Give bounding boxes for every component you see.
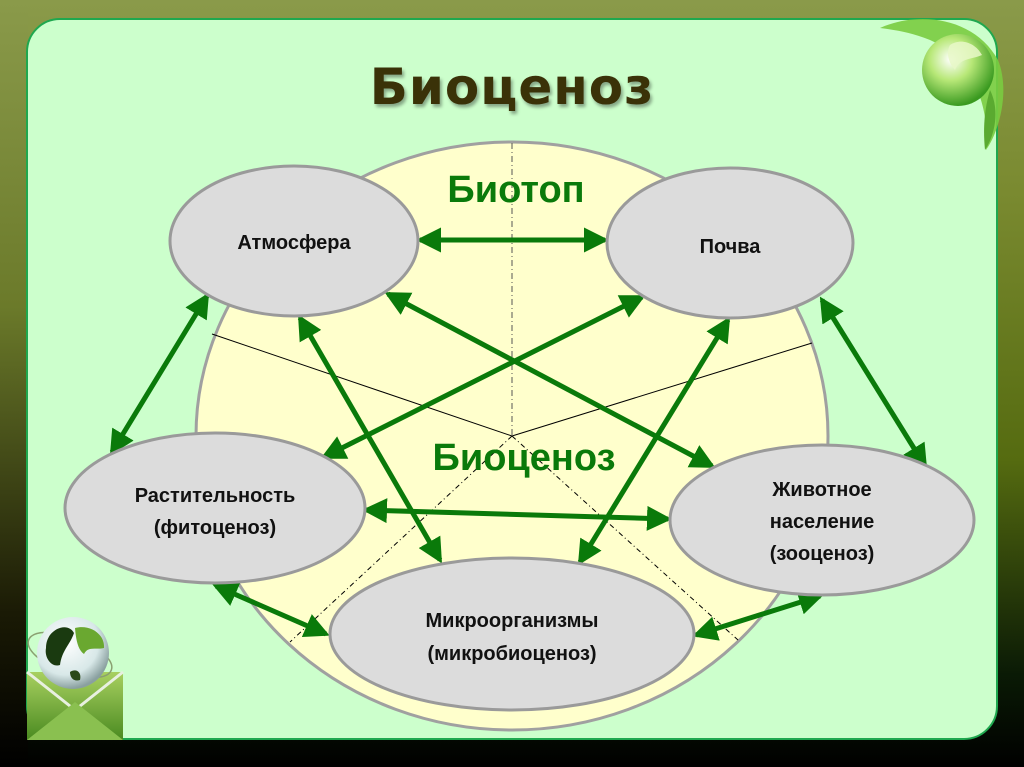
node-atmosphere: Атмосфера <box>168 164 420 318</box>
node-microorganisms-line2: (микробиоценоз) <box>427 643 596 665</box>
zone-label-biotope: Биотоп <box>447 169 584 211</box>
node-vegetation-line2: (фитоценоз) <box>154 517 276 539</box>
globe-with-leaves-icon <box>880 18 1004 150</box>
zone-label-biocenosis: Биоценоз <box>433 437 616 479</box>
arrow-vegetation-animals <box>362 498 672 531</box>
node-microorganisms-line1: Микроорганизмы <box>426 610 599 632</box>
node-animals-line1: Животное <box>771 479 871 501</box>
arrow-animals-microorganisms <box>692 590 824 641</box>
node-microorganisms: Микроорганизмы (микробиоценоз) <box>328 556 696 712</box>
slide-background-left <box>0 0 28 767</box>
arrow-atmosphere-vegetation <box>109 292 210 456</box>
node-vegetation: Растительность (фитоценоз) <box>63 431 367 585</box>
arrow-soil-animals <box>819 296 928 470</box>
slide-title: Биоценоз <box>369 58 655 116</box>
node-animals-line2: население <box>770 511 875 533</box>
connection-arrows <box>109 227 928 641</box>
node-soil-label: Почва <box>700 236 762 258</box>
node-atmosphere-label: Атмосфера <box>237 232 351 254</box>
node-soil: Почва <box>605 166 855 320</box>
globe-envelope-icon <box>26 617 124 740</box>
node-vegetation-line1: Растительность <box>135 485 296 507</box>
node-animals-line3: (зооценоз) <box>770 543 875 565</box>
arrow-vegetation-microorganisms <box>212 582 330 638</box>
node-animals: Животное население (зооценоз) <box>668 443 976 597</box>
